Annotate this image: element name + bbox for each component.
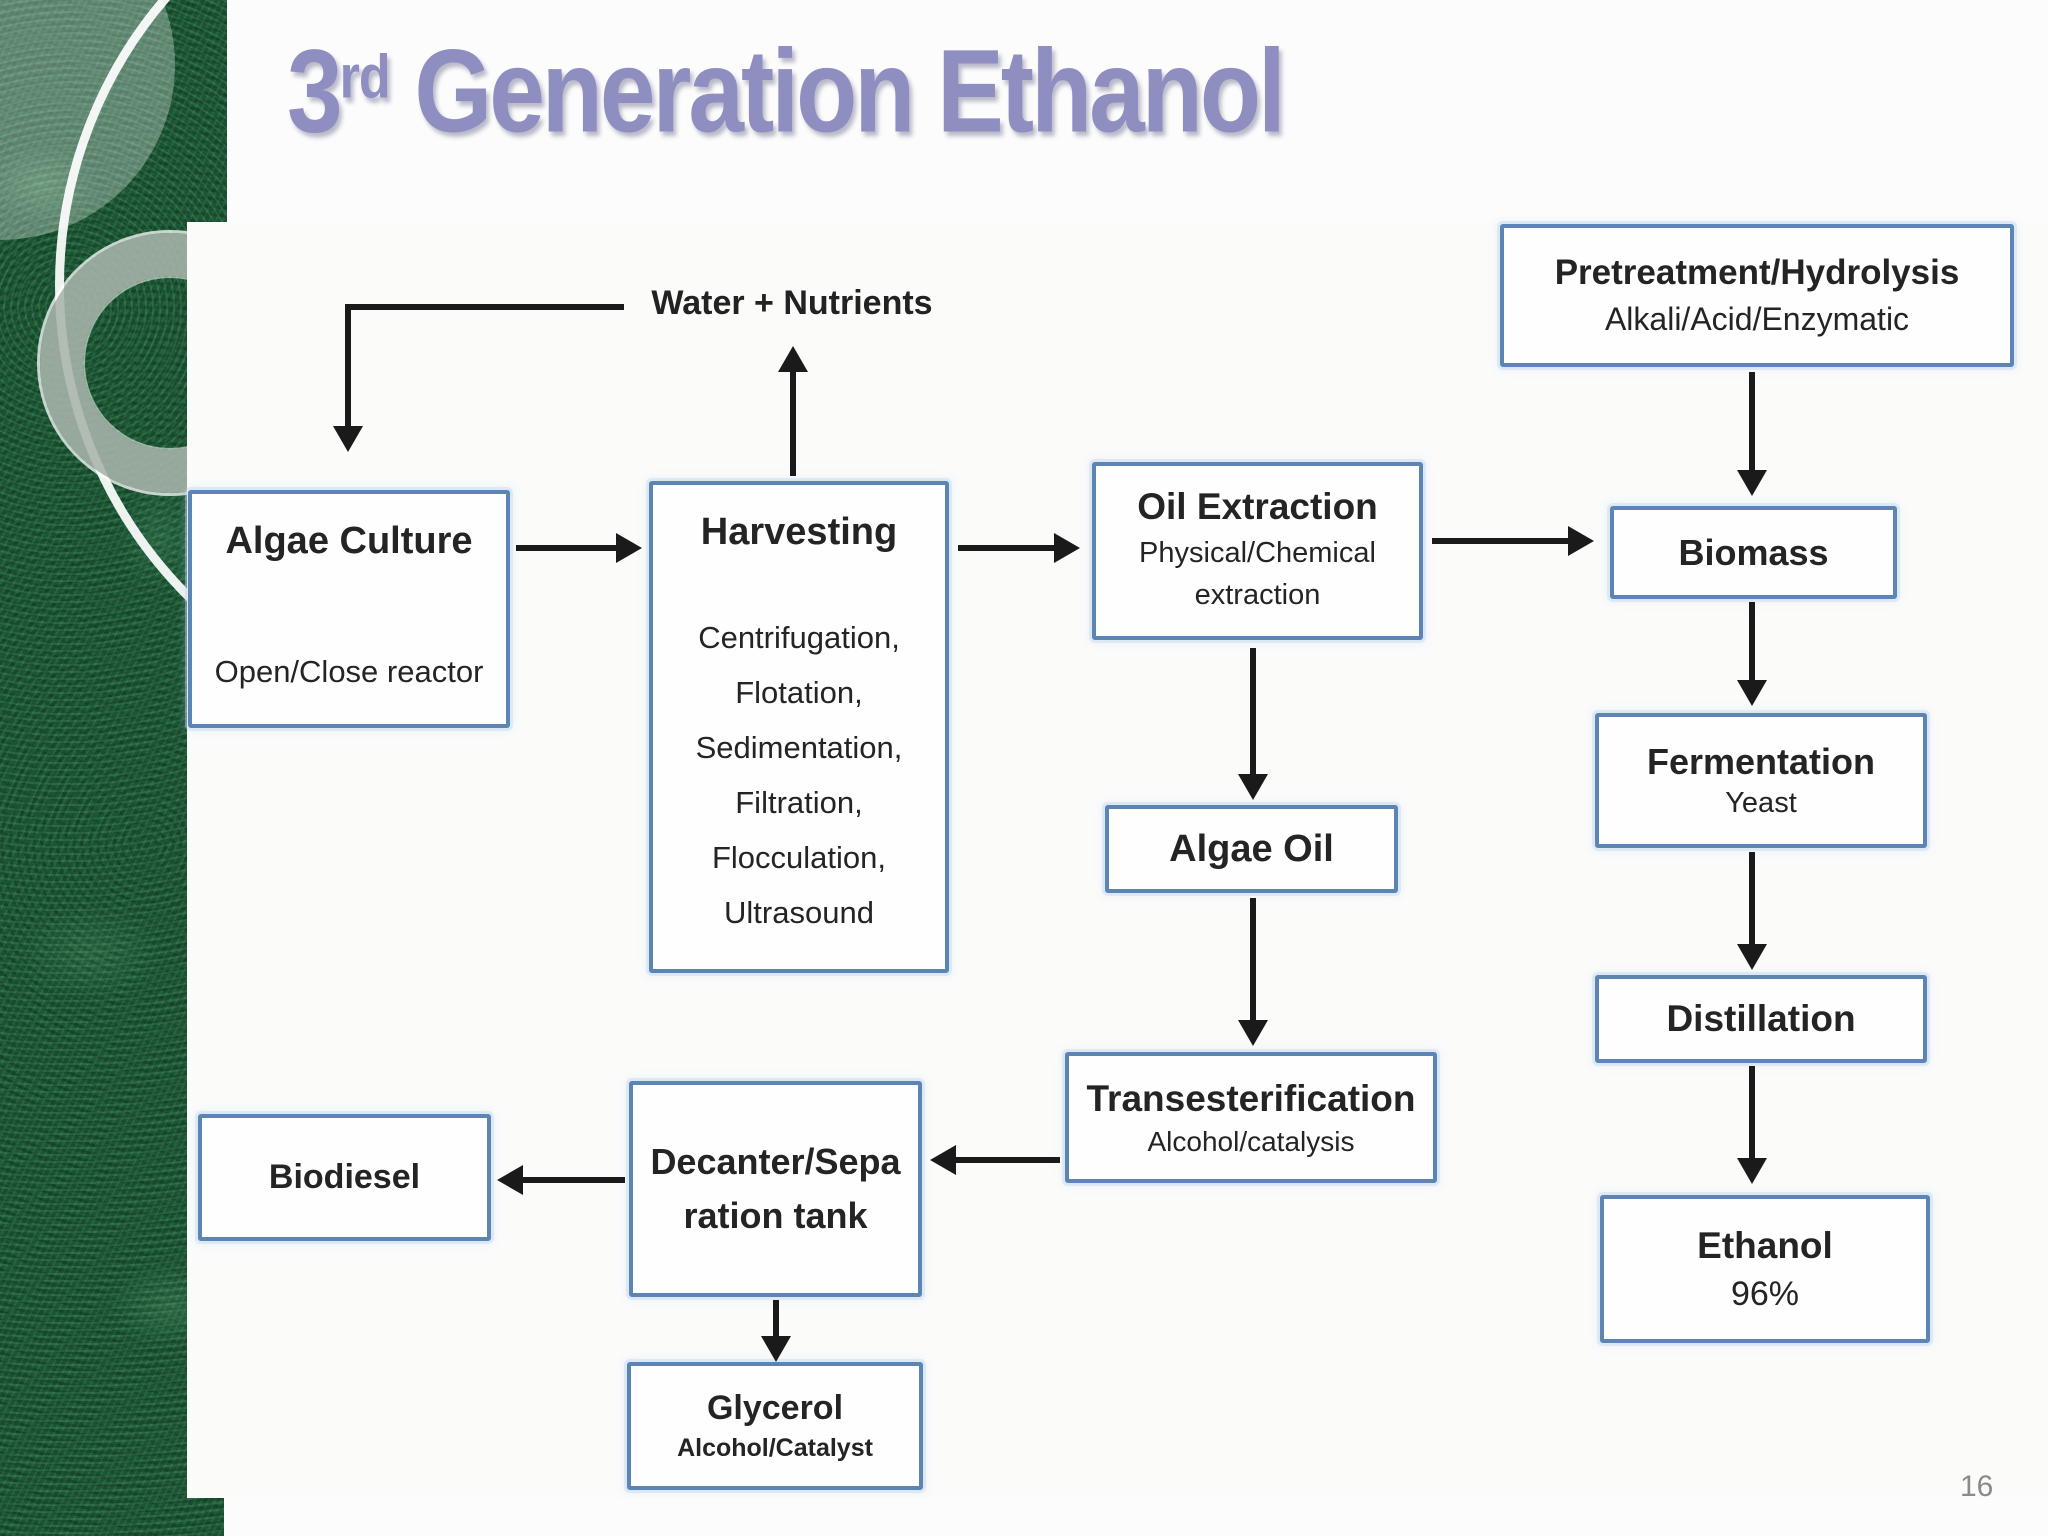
- arrowhead-up-to-water-nutrients: [778, 346, 808, 372]
- arrow-decanter-to-glycerol: [773, 1300, 779, 1336]
- list-item: Centrifugation,: [698, 620, 900, 655]
- harvesting-method-list: Centrifugation, Flotation, Sedimentation…: [696, 610, 903, 940]
- list-item: Filtration,: [735, 785, 863, 820]
- list-item: Sedimentation,: [695, 730, 903, 765]
- title-superscript: rd: [339, 43, 391, 112]
- arrowhead-into-glycerol: [761, 1336, 791, 1362]
- arrow-decanter-to-biodiesel: [521, 1177, 625, 1183]
- node-oil-extraction: Oil Extraction Physical/Chemical extract…: [1092, 462, 1423, 640]
- node-title: Biomass: [1678, 531, 1829, 573]
- node-biodiesel: Biodiesel: [198, 1114, 491, 1241]
- slide-title: 3rd Generation Ethanol: [287, 29, 1286, 154]
- node-title: Fermentation: [1646, 741, 1876, 782]
- node-title: Algae Culture: [225, 520, 473, 562]
- decanter-line-2: ration tank: [683, 1195, 868, 1236]
- node-harvesting: Harvesting Centrifugation, Flotation, Se…: [649, 481, 949, 973]
- title-rest: Generation Ethanol: [389, 25, 1285, 158]
- arrow-oil-to-biomass: [1432, 538, 1568, 544]
- arrowhead-down-ethanol: [1737, 1158, 1767, 1184]
- arrowhead-into-oil-extraction: [1054, 533, 1080, 563]
- node-algae-culture: Algae Culture Open/Close reactor: [188, 490, 510, 728]
- bottom-band: [224, 1498, 2048, 1536]
- arrowhead-down-algae-oil: [1238, 774, 1268, 800]
- node-glycerol: Glycerol Alcohol/Catalyst: [627, 1362, 923, 1490]
- list-item: Ultrasound: [724, 895, 874, 930]
- page-number: 16: [1960, 1470, 1994, 1503]
- arrow-fermentation-to-distillation: [1749, 852, 1755, 944]
- node-subtitle: Yeast: [1725, 787, 1797, 819]
- arrowhead-into-biodiesel: [497, 1165, 523, 1195]
- arrowhead-down-distillation: [1737, 944, 1767, 970]
- node-subtitle: Physical/Chemical extraction: [1139, 536, 1376, 611]
- node-ethanol: Ethanol 96%: [1600, 1195, 1930, 1343]
- node-decanter-separation-tank: Decanter/Sepa ration tank: [629, 1081, 922, 1297]
- arrowhead-into-decanter: [930, 1145, 956, 1175]
- arrowhead-down-fermentation: [1737, 680, 1767, 706]
- node-title: Transesterification: [1086, 1077, 1416, 1119]
- arrow-pretreatment-to-biomass: [1749, 372, 1755, 470]
- node-distillation: Distillation: [1595, 975, 1927, 1063]
- arrowhead-down-biomass: [1737, 470, 1767, 496]
- node-algae-oil: Algae Oil: [1105, 805, 1398, 893]
- node-title: Ethanol: [1697, 1224, 1833, 1266]
- arrowhead-into-algae-culture: [333, 426, 363, 452]
- arrow-biomass-to-fermentation: [1749, 602, 1755, 680]
- title-band: [227, 0, 2048, 222]
- node-subtitle: Alcohol/Catalyst: [677, 1434, 873, 1462]
- node-title: Biodiesel: [268, 1158, 421, 1196]
- list-item: Flocculation,: [711, 840, 887, 875]
- node-transesterification: Transesterification Alcohol/catalysis: [1065, 1052, 1437, 1183]
- node-pretreatment: Pretreatment/Hydrolysis Alkali/Acid/Enzy…: [1500, 224, 2014, 367]
- arrow-harvesting-to-water: [790, 370, 796, 476]
- arrowhead-into-biomass: [1568, 526, 1594, 556]
- node-biomass: Biomass: [1610, 506, 1897, 599]
- node-title: Pretreatment/Hydrolysis: [1554, 253, 1960, 292]
- arrow-harvesting-to-oil: [958, 545, 1054, 551]
- arrow-recycle-vertical: [345, 304, 351, 426]
- arrowhead-into-harvesting: [616, 533, 642, 563]
- node-title: Algae Oil: [1169, 827, 1334, 870]
- node-title: Glycerol: [706, 1389, 844, 1427]
- node-subtitle: 96%: [1730, 1274, 1800, 1313]
- node-title: Oil Extraction: [1137, 485, 1378, 527]
- node-subtitle: Alkali/Acid/Enzymatic: [1604, 301, 1910, 337]
- node-fermentation: Fermentation Yeast: [1595, 713, 1927, 848]
- decanter-line-1: Decanter/Sepa: [650, 1141, 901, 1182]
- node-title: Harvesting: [700, 511, 898, 553]
- arrow-algae-to-harvesting: [516, 545, 616, 551]
- water-nutrients-label: Water + Nutrients: [651, 284, 933, 322]
- node-title: Distillation: [1666, 998, 1856, 1039]
- arrow-oil-to-algae-oil: [1250, 648, 1256, 774]
- node-subtitle: Open/Close reactor: [214, 654, 484, 689]
- node-title: Decanter/Sepa ration tank: [650, 1135, 900, 1243]
- arrow-distillation-to-ethanol: [1749, 1066, 1755, 1158]
- title-prefix: 3: [287, 25, 343, 158]
- arrow-transesterification-to-decanter: [954, 1157, 1060, 1163]
- arrow-recycle-horizontal: [348, 304, 624, 310]
- arrowhead-down-transesterification: [1238, 1020, 1268, 1046]
- arrow-algae-oil-to-transesterification: [1250, 898, 1256, 1020]
- list-item: Flotation,: [735, 675, 863, 710]
- node-subtitle: Alcohol/catalysis: [1147, 1125, 1355, 1157]
